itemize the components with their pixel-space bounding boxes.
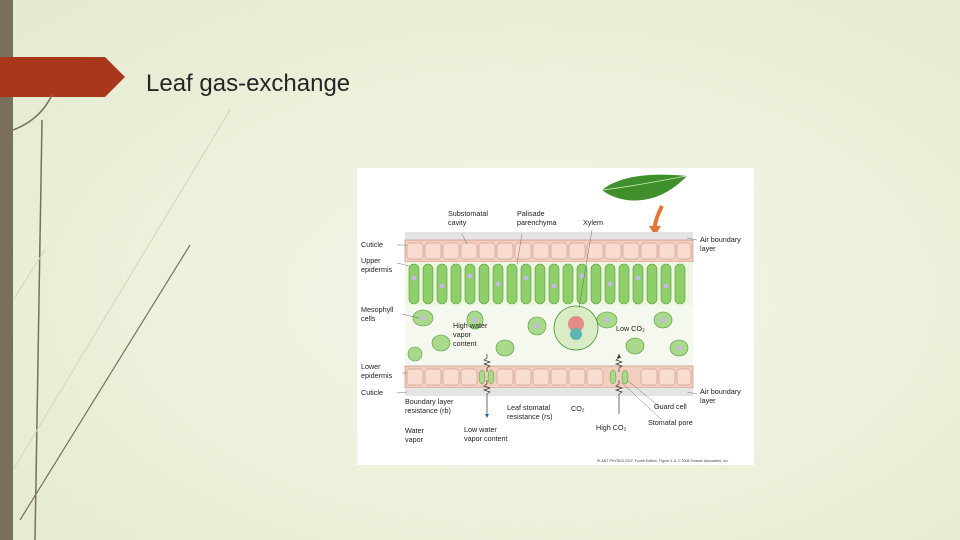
label-water-vapor-2: vapor bbox=[405, 435, 424, 444]
air-boundary-layer-bottom bbox=[405, 388, 693, 396]
label-low-water-1: Low water bbox=[464, 425, 497, 434]
label-upper-epidermis-2: epidermis bbox=[361, 265, 393, 274]
leaf-diagram-svg: Substomatal cavity Palisade parenchyma X… bbox=[357, 168, 754, 465]
leaf-cross-section-figure: Substomatal cavity Palisade parenchyma X… bbox=[357, 168, 754, 465]
label-palisade-2: parenchyma bbox=[517, 218, 557, 227]
label-lower-epidermis-1: Lower bbox=[361, 362, 381, 371]
label-xylem: Xylem bbox=[583, 218, 603, 227]
spongy-mesophyll bbox=[405, 306, 693, 366]
label-leaf-stomatal-1: Leaf stomatal bbox=[507, 403, 551, 412]
label-air-boundary-top-2: layer bbox=[700, 244, 716, 253]
water-arrow-icon bbox=[485, 414, 489, 418]
palisade-parenchyma bbox=[405, 262, 693, 306]
label-high-water-1: High water bbox=[453, 321, 488, 330]
label-cuticle-top: Cuticle bbox=[361, 240, 383, 249]
label-high-co2: High CO₂ bbox=[596, 423, 627, 432]
label-boundary-res-2: resistance (rb) bbox=[405, 406, 451, 415]
label-substomatal-1: Substomatal bbox=[448, 209, 488, 218]
label-high-water-3: content bbox=[453, 339, 477, 348]
upper-epidermis bbox=[405, 240, 693, 262]
label-mesophyll-1: Mesophyll bbox=[361, 305, 394, 314]
lower-epidermis bbox=[405, 366, 693, 388]
label-co2: CO₂ bbox=[571, 404, 585, 413]
label-air-boundary-bottom-2: layer bbox=[700, 396, 716, 405]
label-leaf-stomatal-2: resistance (rs) bbox=[507, 412, 553, 421]
label-stomatal-pore: Stomatal pore bbox=[648, 418, 693, 427]
label-air-boundary-bottom-1: Air boundary bbox=[700, 387, 741, 396]
label-high-water-2: vapor bbox=[453, 330, 472, 339]
air-boundary-layer-top bbox=[405, 232, 693, 240]
label-palisade-1: Palisade bbox=[517, 209, 545, 218]
label-lower-epidermis-2: epidermis bbox=[361, 371, 393, 380]
label-low-co2: Low CO₂ bbox=[616, 324, 645, 333]
leaf-icon bbox=[602, 175, 687, 236]
label-guard-cell: Guard cell bbox=[654, 402, 687, 411]
label-air-boundary-top-1: Air boundary bbox=[700, 235, 741, 244]
label-water-vapor-1: Water bbox=[405, 426, 425, 435]
label-cuticle-bottom: Cuticle bbox=[361, 388, 383, 397]
label-upper-epidermis-1: Upper bbox=[361, 256, 381, 265]
slide-title: Leaf gas-exchange bbox=[146, 70, 350, 98]
label-substomatal-2: cavity bbox=[448, 218, 467, 227]
vascular-bundle bbox=[554, 306, 598, 350]
label-low-water-2: vapor content bbox=[464, 434, 508, 443]
figure-credit: PLANT PHYSIOLOGY, Fourth Edition, Figure… bbox=[597, 459, 729, 463]
label-mesophyll-2: cells bbox=[361, 314, 376, 323]
label-boundary-res-1: Boundary layer bbox=[405, 397, 454, 406]
